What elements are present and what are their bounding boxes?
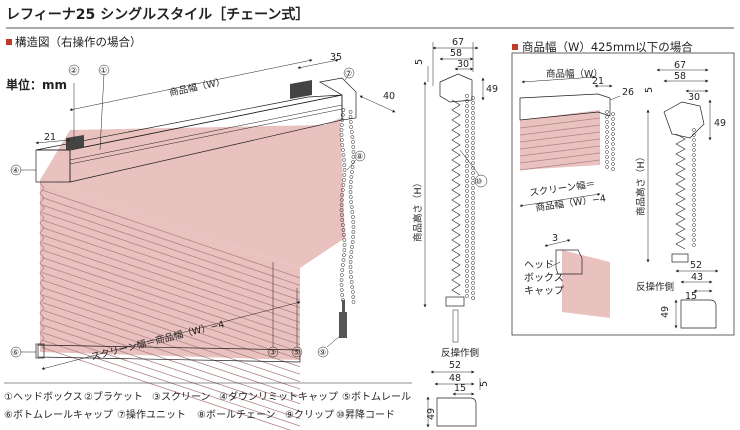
dim-49-right: 49: [660, 306, 671, 318]
dim-26-small: 26: [622, 87, 634, 98]
callout-circles: ① ② ③ ④ ⑤ ⑥ ⑦ ⑧ ⑨ ⑩: [10, 64, 488, 358]
bracket-left: [66, 135, 84, 150]
small-side-headbox: [663, 101, 705, 139]
head-cap-label-3: キャップ: [524, 285, 564, 297]
dim-21-small: 21: [592, 76, 604, 87]
small-width-box: [511, 52, 735, 336]
dim-3: 3: [552, 233, 558, 244]
dim-67-small: 67: [674, 60, 686, 71]
head-cap-label-1: ヘッド: [524, 260, 554, 271]
callout-6: ⑥: [12, 348, 19, 357]
dim-5c: 5: [479, 381, 490, 387]
dim-30-small: 30: [688, 92, 700, 103]
cap-detail: [436, 397, 477, 427]
head-cap-label-2: ボックス: [524, 272, 564, 284]
section-marker: [6, 39, 12, 45]
legend-item-1: ①ヘッドボックス: [4, 391, 83, 403]
callout-3: ③: [269, 348, 276, 357]
dim-15-small: 15: [685, 291, 697, 302]
dim-35: 35: [330, 52, 342, 63]
small-screen: [520, 110, 600, 170]
dim-52-small: 52: [690, 260, 702, 271]
side-ball-chain: [465, 94, 475, 300]
dim-21: 21: [44, 132, 56, 143]
dim-43-small: 43: [691, 272, 703, 283]
dim-height-side: 商品高さ（H）: [412, 178, 424, 242]
small-headbox: [519, 93, 611, 121]
small-side-screen: [675, 128, 696, 250]
main-shade: 商品幅（W） 35 40 21 スクリーン幅＝商品幅（W）−4: [21, 52, 480, 430]
side-screen: [451, 99, 461, 296]
side-bottom-rail: [445, 296, 465, 307]
dim-15: 15: [454, 383, 466, 394]
screen-top: [40, 118, 345, 268]
legend-item-9: ⑨クリップ: [285, 409, 334, 421]
callout-2: ②: [70, 66, 77, 75]
callout-5: ⑤: [293, 348, 300, 357]
cap-screen: [562, 250, 610, 318]
legend-item-10: ⑩昇降コード: [336, 408, 395, 421]
page-title: レフィーナ25 シングルスタイル［チェーン式］: [6, 6, 309, 23]
dim-width-main: 商品幅（W）: [168, 75, 226, 99]
clip: [339, 312, 347, 338]
dim-5-small: 5: [644, 87, 655, 93]
operation-unit: [319, 77, 357, 121]
dim-52: 52: [449, 360, 461, 371]
legend-item-7: ⑦操作ユニット: [117, 408, 186, 421]
callout-10: ⑩: [475, 177, 482, 186]
dim-58: 58: [450, 48, 462, 59]
small-side-bottom-rail: [671, 253, 689, 263]
side-clip: [452, 309, 459, 343]
dim-48: 48: [449, 373, 461, 384]
callout-8: ⑧: [356, 152, 363, 161]
legend-item-3: ③スクリーン: [152, 391, 210, 403]
legend-item-2: ②ブラケット: [84, 390, 143, 403]
section-main-title: 構造図（右操作の場合）: [15, 35, 142, 49]
dim-49-small: 49: [714, 118, 726, 129]
dim-width-small: 商品幅（W）: [546, 68, 603, 80]
small-shade: 商品幅（W） 21 26 スクリーン幅＝ 商品幅（W）−4 67 58 30 5…: [519, 60, 726, 329]
dim-58-small: 58: [674, 71, 686, 82]
unit-label: 単位：mm: [6, 77, 67, 92]
bracket-right: [290, 80, 312, 99]
section-small-title: 商品幅（W）425mm以下の場合: [522, 40, 693, 54]
dim-49-mid: 49: [426, 408, 437, 420]
legend-item-8: ⑧ボールチェーン: [197, 409, 275, 421]
dim-49: 49: [486, 84, 498, 95]
side-headbox: [439, 73, 473, 103]
side-view: 67 58 30 5 49 商品高さ（H） 反操作側 52 48 15 5 49: [412, 37, 498, 428]
small-cap-detail: [680, 299, 717, 329]
dim-height-small: 商品高さ（H）: [635, 152, 647, 216]
dim-67: 67: [452, 37, 464, 48]
dim-40: 40: [383, 91, 395, 102]
section-marker-small: [512, 44, 518, 50]
small-pleats: [519, 117, 601, 171]
legend-item-4: ④ダウンリミットキャップ: [219, 390, 338, 403]
dim-5: 5: [414, 59, 425, 65]
legend-item-6: ⑥ボトムレールキャップ: [4, 409, 113, 421]
reverse-side-label-mid: 反操作側: [441, 347, 479, 359]
callout-9: ⑨: [319, 348, 326, 357]
small-ball-chain: [605, 110, 615, 171]
callout-1: ①: [100, 66, 107, 75]
reverse-side-label-right: 反操作側: [636, 281, 674, 293]
ball-chain: [339, 108, 356, 304]
legend-item-5: ⑤ボトムレール: [342, 391, 411, 403]
headbox-cap: [555, 249, 583, 275]
legend: ①ヘッドボックス ②ブラケット ③スクリーン ④ダウンリミットキャップ ⑤ボトム…: [4, 390, 411, 421]
callout-4: ④: [12, 166, 19, 175]
callout-7: ⑦: [345, 69, 352, 78]
dim-30: 30: [457, 59, 469, 70]
